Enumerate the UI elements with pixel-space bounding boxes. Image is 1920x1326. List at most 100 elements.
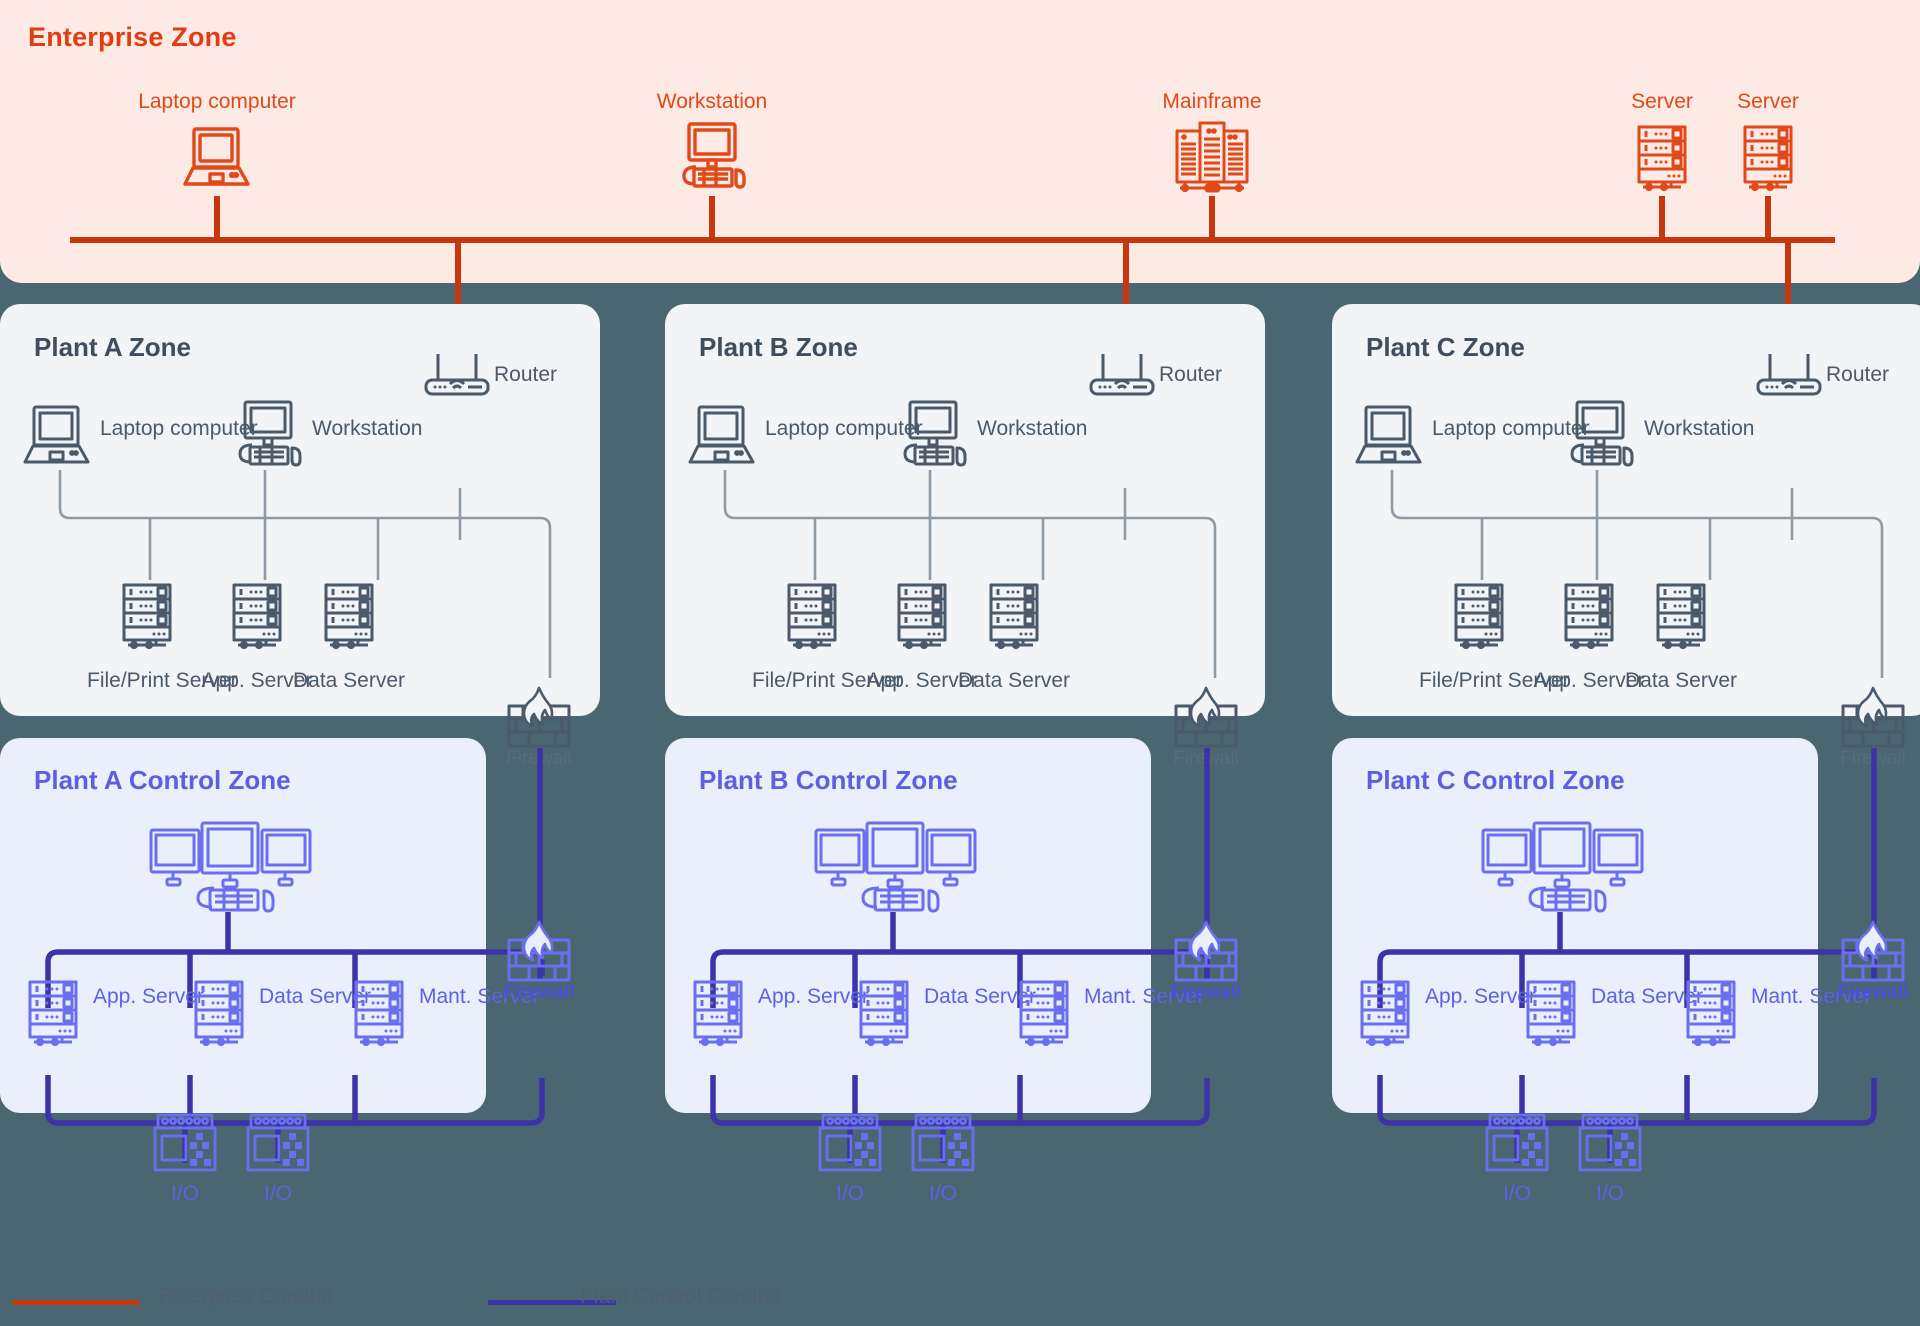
server-icon: [1637, 125, 1687, 192]
laptop-icon: [688, 405, 755, 464]
enterprise-node-label: Laptop computer: [138, 90, 296, 113]
enterprise-node-label: Server: [1737, 90, 1799, 113]
server-icon: [232, 583, 282, 650]
server-icon: [1686, 980, 1736, 1047]
server-icon: [1019, 980, 1069, 1047]
enterprise-node-label: Mainframe: [1162, 90, 1262, 113]
server-icon: [1743, 125, 1793, 192]
legend-label-plant-control-conduit: Plant Control Conduit: [580, 1285, 780, 1308]
server-label: File/Print Server: [1419, 669, 1570, 692]
control-zone-title: Plant C Control Zone: [1366, 765, 1625, 795]
workstation-icon: [238, 400, 302, 467]
server-label: Mant. Server: [1084, 985, 1205, 1008]
triple-monitor-hmi-icon: [814, 821, 977, 913]
server-icon: [693, 980, 743, 1047]
server-icon: [1656, 583, 1706, 650]
router-label: Router: [1159, 363, 1223, 386]
firewall-label: Firewall: [503, 982, 575, 1003]
plant-b-zone: Plant B Zone: [665, 304, 1265, 716]
firewall-icon: [507, 920, 571, 982]
server-label: App. Server: [93, 985, 204, 1008]
laptop-icon: [1355, 405, 1422, 464]
server-icon: [324, 583, 374, 650]
io-label: I/O: [928, 1182, 957, 1205]
router-label: Router: [1826, 363, 1890, 386]
io-module-icon: [153, 1113, 217, 1172]
enterprise-zone: [0, 0, 1920, 283]
plant-b-control-zone: Plant B Control Zone: [665, 738, 1151, 1113]
io-label: I/O: [263, 1182, 292, 1205]
host-label: Workstation: [1644, 417, 1755, 440]
server-label: App. Server: [758, 985, 869, 1008]
server-label: App. Server: [866, 669, 978, 692]
io-label: I/O: [1502, 1182, 1531, 1205]
server-icon: [122, 583, 172, 650]
legend-label-enterprise-conduit: Enterprise Conduit: [158, 1285, 332, 1308]
enterprise-conduit-bus: [70, 196, 1835, 320]
firewall-icon: [1174, 686, 1238, 748]
mainframe-icon: [1175, 121, 1249, 193]
triple-monitor-hmi-icon: [149, 821, 312, 913]
workstation-icon: [682, 122, 746, 189]
server-icon: [1454, 583, 1504, 650]
host-label: Laptop computer: [765, 417, 923, 440]
server-label: File/Print Server: [752, 669, 903, 692]
firewall-icon: [1841, 686, 1905, 748]
firewall-icon: [507, 686, 571, 748]
host-label: Laptop computer: [100, 417, 258, 440]
server-icon: [897, 583, 947, 650]
plant-b-internal-links: [723, 470, 1217, 678]
io-module-icon: [246, 1113, 310, 1172]
control-zone-title: Plant A Control Zone: [34, 765, 291, 795]
enterprise-zone-title: Enterprise Zone: [28, 22, 237, 52]
plant-zone-title: Plant B Zone: [699, 332, 858, 362]
firewall-icon: [1841, 920, 1905, 982]
server-label: Mant. Server: [419, 985, 540, 1008]
workstation-icon: [903, 400, 967, 467]
laptop-icon: [23, 405, 90, 464]
plant-c-internal-links: [1390, 470, 1884, 678]
laptop-icon: [183, 127, 250, 186]
server-label: App. Server: [1425, 985, 1536, 1008]
plant-c-zone: Plant C Zone: [1332, 304, 1920, 716]
router-icon: [1756, 354, 1822, 396]
server-icon: [859, 980, 909, 1047]
router-icon: [424, 354, 490, 396]
io-label: I/O: [1595, 1182, 1624, 1205]
server-label: Data Server: [1591, 985, 1704, 1008]
plant-zone-title: Plant A Zone: [34, 332, 191, 362]
legend: Enterprise Conduit Plant Control Conduit: [0, 1280, 1920, 1326]
firewall-label: Firewall: [1170, 982, 1242, 1003]
server-label: App. Server: [1533, 669, 1645, 692]
legend-swatch-plant-control-conduit: [488, 1300, 616, 1305]
server-icon: [989, 583, 1039, 650]
plant-a-internal-links: [58, 470, 552, 678]
server-icon: [1526, 980, 1576, 1047]
server-label: Data Server: [924, 985, 1037, 1008]
legend-swatch-enterprise-conduit: [12, 1300, 140, 1305]
server-icon: [1360, 980, 1410, 1047]
plant-a-control-zone: Plant A Control Zone: [0, 738, 486, 1113]
server-label: Data Server: [1624, 669, 1738, 692]
plant-zone-title: Plant C Zone: [1366, 332, 1525, 362]
server-icon: [28, 980, 78, 1047]
server-label: Data Server: [259, 985, 372, 1008]
server-icon: [1564, 583, 1614, 650]
io-module-icon: [1485, 1113, 1549, 1172]
server-label: File/Print Server: [87, 669, 238, 692]
server-label: App. Server: [201, 669, 313, 692]
triple-monitor-hmi-icon: [1481, 821, 1644, 913]
router-label: Router: [494, 363, 558, 386]
io-module-icon: [818, 1113, 882, 1172]
control-zone-title: Plant B Control Zone: [699, 765, 958, 795]
host-label: Laptop computer: [1432, 417, 1590, 440]
enterprise-node-label: Server: [1631, 90, 1693, 113]
workstation-icon: [1570, 400, 1634, 467]
server-label: Data Server: [957, 669, 1071, 692]
firewall-label: Firewall: [1837, 982, 1909, 1003]
io-label: I/O: [170, 1182, 199, 1205]
server-icon: [194, 980, 244, 1047]
host-label: Workstation: [312, 417, 423, 440]
firewall-icon: [1174, 920, 1238, 982]
plant-a-zone: Plant A Zone: [0, 304, 600, 716]
